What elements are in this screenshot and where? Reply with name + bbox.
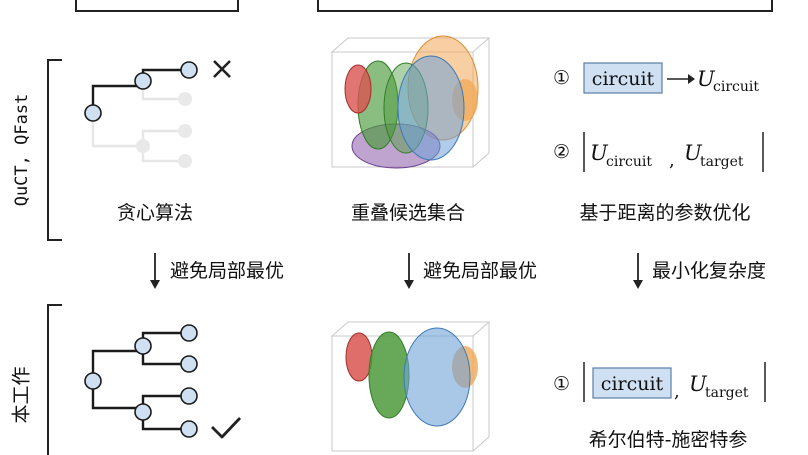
formula1-box-text: circuit bbox=[592, 68, 655, 90]
formula2-abs-bars bbox=[583, 132, 764, 172]
right-arrow-icon bbox=[667, 74, 695, 84]
formula2-comma: , bbox=[669, 150, 675, 171]
row1-side-label: QuCT, QFast bbox=[12, 94, 32, 207]
arrow1-label: 避免局部最优 bbox=[170, 260, 284, 282]
down-arrow-icon bbox=[150, 253, 160, 289]
top-bracket-left bbox=[75, 0, 239, 12]
row2-side-bracket bbox=[47, 304, 62, 455]
formula3-box bbox=[592, 367, 672, 399]
formula2-sub1: circuit bbox=[606, 154, 652, 170]
col1-caption: 贪心算法 bbox=[117, 202, 193, 224]
row2-side-label: 本工作 bbox=[11, 366, 33, 423]
formula3-abs-bars bbox=[583, 362, 766, 402]
cube-overlapping bbox=[330, 35, 491, 169]
formula2-U1: U bbox=[590, 141, 609, 165]
formula3-number: ① bbox=[553, 373, 570, 395]
col3-caption: 基于距离的参数优化 bbox=[579, 202, 750, 224]
formula3-box-text: circuit bbox=[601, 373, 664, 395]
full-tree bbox=[84, 324, 198, 438]
down-arrow-icon bbox=[633, 253, 643, 289]
arrow2-label: 避免局部最优 bbox=[423, 260, 537, 282]
greedy-tree bbox=[84, 61, 198, 168]
formula2-number: ② bbox=[553, 141, 570, 163]
formula3-U: U bbox=[689, 372, 708, 396]
top-bracket-right bbox=[317, 0, 773, 12]
col2-caption: 重叠候选集合 bbox=[351, 202, 465, 224]
formula1-subscript: circuit bbox=[713, 79, 759, 95]
formula2-sub2: target bbox=[700, 154, 744, 170]
formula1-number: ① bbox=[553, 67, 570, 89]
check-icon bbox=[211, 417, 242, 439]
formula3-comma: , bbox=[674, 381, 680, 402]
row1-side-bracket bbox=[47, 59, 62, 241]
arrow3-label: 最小化复杂度 bbox=[652, 260, 766, 282]
row2-col3-caption: 希尔伯特-施密特参 bbox=[589, 429, 748, 451]
formula3-subscript: target bbox=[705, 385, 749, 401]
cube-separated bbox=[330, 321, 491, 452]
formula1-U: U bbox=[697, 67, 716, 91]
formula1-box bbox=[583, 62, 663, 94]
formula2-U2: U bbox=[684, 141, 703, 165]
down-arrow-icon bbox=[404, 253, 414, 289]
cross-icon bbox=[213, 60, 231, 78]
